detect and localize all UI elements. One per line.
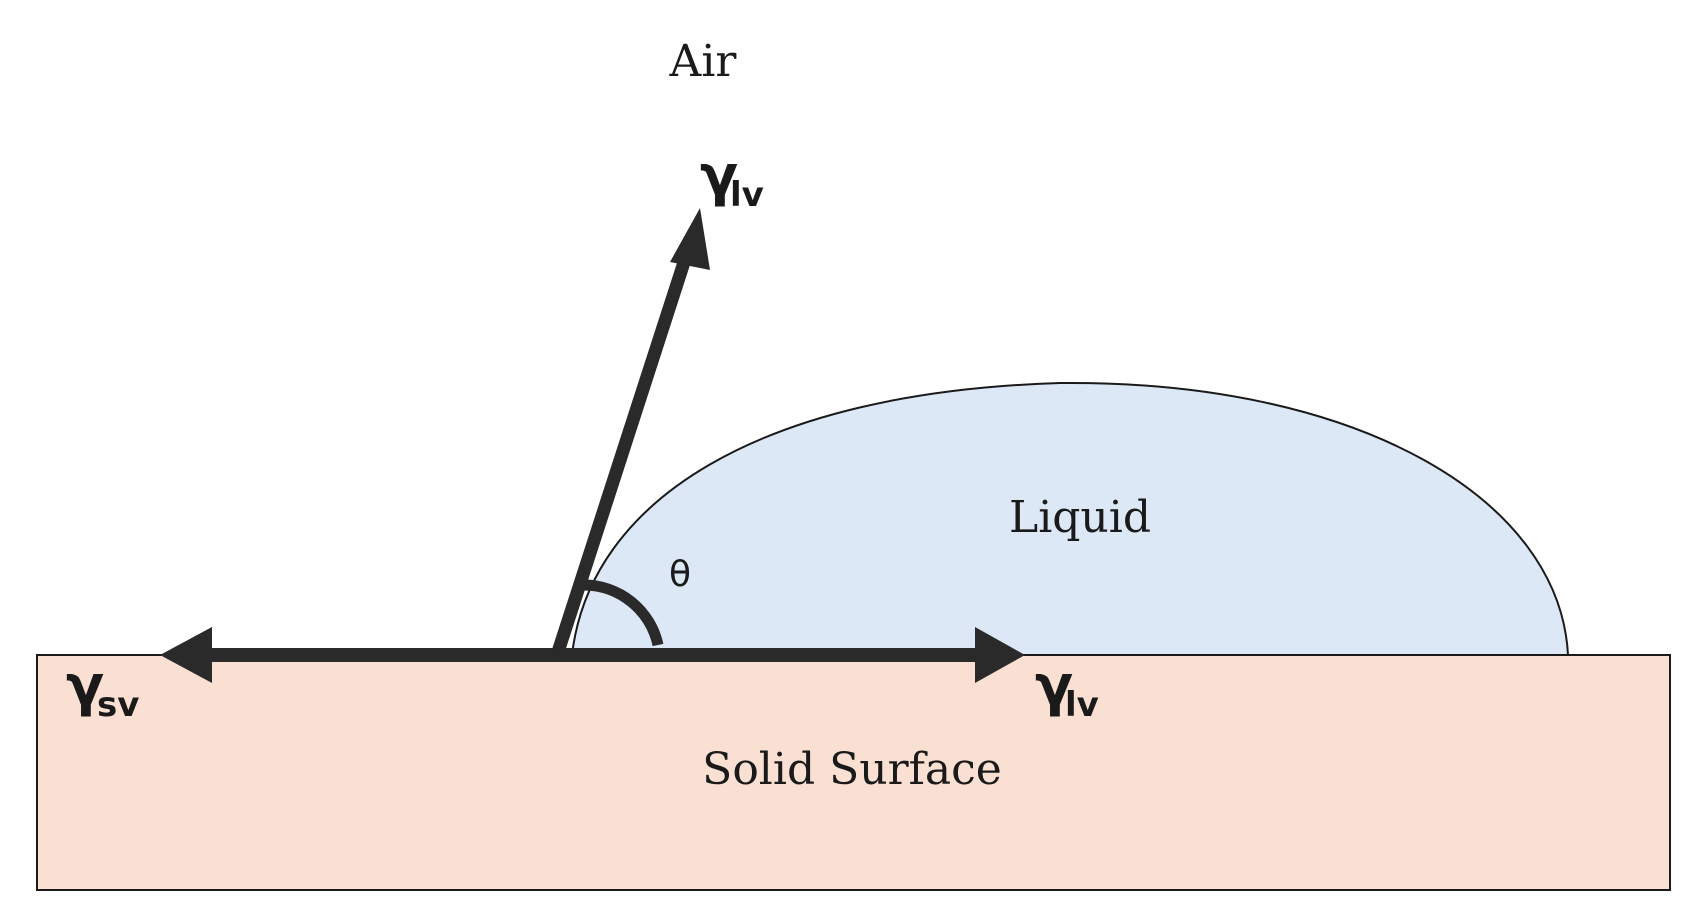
gamma-lv-surface-label: γ lv [1035, 654, 1099, 725]
gamma-sv-subscript: sv [97, 685, 139, 725]
gamma-sv-label: γ sv [66, 654, 139, 725]
gamma-lv-tangent-symbol: γ [700, 144, 738, 209]
gamma-lv-tangent-arrow [550, 247, 695, 658]
contact-angle-arc [583, 579, 664, 647]
air-label: Air [669, 36, 738, 87]
solid-surface-label: Solid Surface [702, 744, 1002, 795]
gamma-lv-surface-arrowhead [975, 627, 1025, 683]
liquid-label: Liquid [1009, 492, 1151, 543]
gamma-lv-tangent-label: γ lv [700, 144, 764, 215]
gamma-lv-surface-subscript: lv [1065, 685, 1099, 725]
gamma-sv-arrowhead [160, 627, 212, 683]
gamma-sv-symbol: γ [66, 654, 104, 719]
gamma-lv-tangent-arrowhead [670, 208, 710, 270]
theta-label: θ [669, 554, 691, 595]
gamma-lv-tangent-subscript: lv [730, 175, 764, 215]
solid-surface [36, 654, 1671, 891]
gamma-lv-surface-symbol: γ [1035, 654, 1073, 719]
liquid-droplet [570, 381, 1570, 656]
